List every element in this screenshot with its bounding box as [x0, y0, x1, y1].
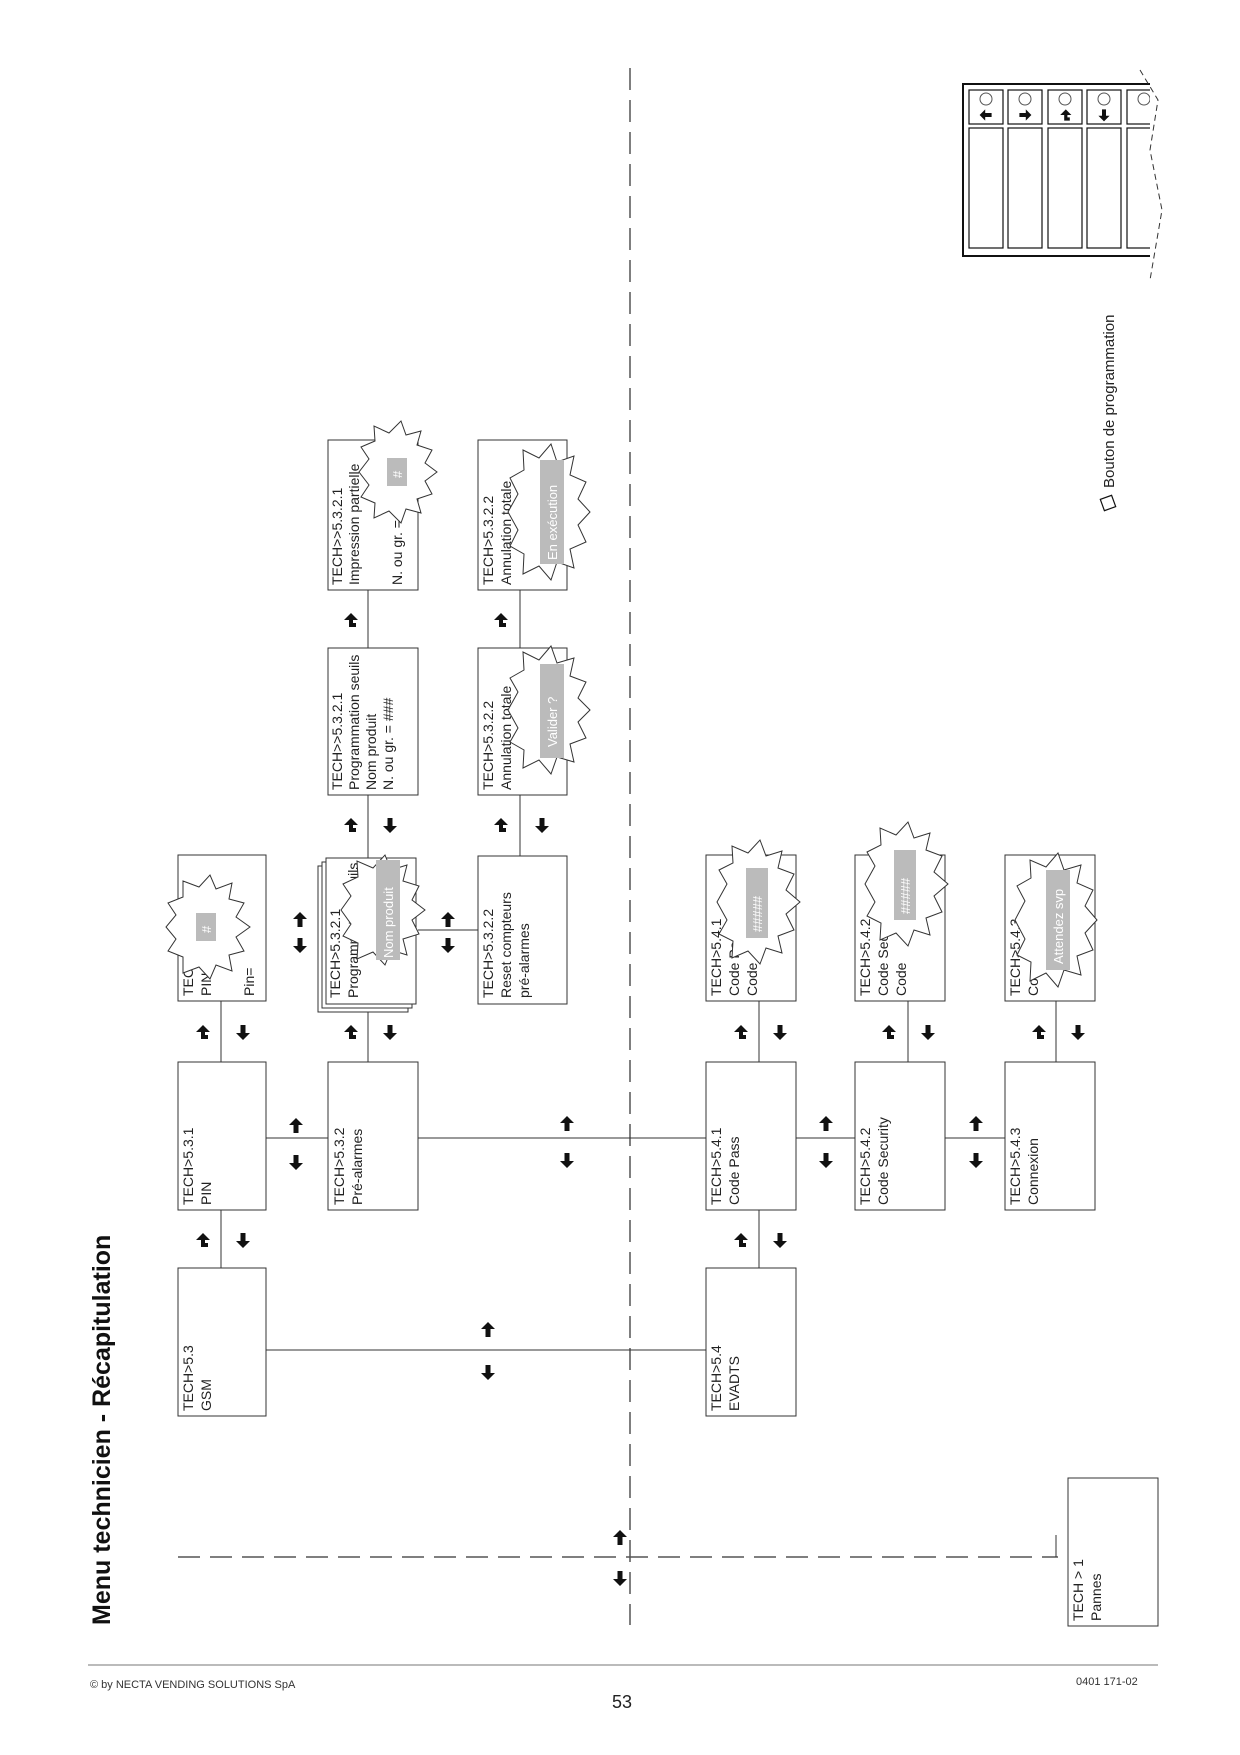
- svg-text:TECH>5.3.2.2: TECH>5.3.2.2: [480, 909, 496, 998]
- menu-box-code-security: TECH>5.4.2 Code Security: [854, 1061, 946, 1211]
- menu-box-programmation-seuils: TECH>5.3.2.1 Programmation seuils Nom pr…: [317, 854, 426, 1013]
- footer-doc-code: 0401 171-02: [1076, 1676, 1138, 1688]
- menu-box-evadts: TECH>5.4 EVADTS: [705, 1267, 797, 1417]
- burst-en-execution: En exécution: [507, 443, 591, 581]
- svg-text:TECH>5.3.2: TECH>5.3.2: [331, 1127, 347, 1205]
- svg-text:#: #: [199, 925, 214, 933]
- svg-text:Reset compteurs: Reset compteurs: [498, 892, 514, 998]
- svg-text:TECH>5.3: TECH>5.3: [180, 1345, 196, 1411]
- svg-text:Attendez svp: Attendez svp: [1051, 889, 1066, 964]
- menu-box-pin: TECH>5.3.1 PIN: [177, 1061, 267, 1211]
- page-number: 53: [612, 1692, 632, 1712]
- svg-text:Connexion: Connexion: [1025, 1138, 1041, 1205]
- programming-keypad-illustration: [962, 60, 1190, 290]
- svg-text:Code: Code: [744, 962, 760, 996]
- svg-text:Programmation seuils: Programmation seuils: [346, 655, 362, 790]
- svg-text:Annulation totale: Annulation totale: [498, 685, 514, 790]
- burst-code-security: #####: [864, 821, 949, 947]
- svg-text:#####: #####: [898, 877, 913, 914]
- burst-nom-produit: Nom produit: [340, 854, 426, 966]
- svg-text:TECH>5.4.1: TECH>5.4.1: [708, 1127, 724, 1205]
- svg-text:GSM: GSM: [198, 1379, 214, 1411]
- svg-text:TECH>5.3.2.2: TECH>5.3.2.2: [480, 496, 496, 585]
- footer-copyright: © by NECTA VENDING SOLUTIONS SpA: [90, 1679, 296, 1691]
- menu-box-programmation-seuils-detail: TECH>>5.3.2.1 Programmation seuils Nom p…: [327, 647, 419, 796]
- svg-text:TECH>5.4.2: TECH>5.4.2: [857, 1127, 873, 1205]
- svg-text:Code Pass: Code Pass: [726, 1137, 742, 1205]
- svg-text:TECH > 1: TECH > 1: [1070, 1559, 1086, 1621]
- menu-box-annulation-execution: TECH>5.3.2.2 Annulation totale En exécut…: [477, 439, 591, 591]
- svg-text:TECH>5.4.3: TECH>5.4.3: [1007, 918, 1023, 996]
- legend: Bouton de programmation: [1099, 315, 1118, 512]
- menu-box-code-pass-entry: TECH>5.4.1 Code Pass Code #####: [705, 839, 801, 1002]
- svg-text:TECH>>5.3.2.1: TECH>>5.3.2.1: [329, 693, 345, 790]
- burst-pin: #: [165, 874, 251, 980]
- svg-text:Pré-alarmes: Pré-alarmes: [349, 1129, 365, 1205]
- burst-attendez: Attendez svp: [1014, 852, 1098, 988]
- menu-box-annulation-valider: TECH>5.3.2.2 Annulation totale Valider ?: [477, 645, 591, 796]
- legend-label: Bouton de programmation: [1101, 315, 1118, 488]
- menu-box-code-pass: TECH>5.4.1 Code Pass: [705, 1061, 797, 1211]
- svg-text:En exécution: En exécution: [545, 485, 560, 560]
- svg-text:TECH>>5.3.2.1: TECH>>5.3.2.1: [329, 488, 345, 585]
- svg-text:Valider ?: Valider ?: [545, 697, 560, 747]
- svg-text:TECH>5.4.2: TECH>5.4.2: [857, 918, 873, 996]
- svg-text:Code Security: Code Security: [875, 1117, 891, 1205]
- svg-text:N. ou gr. = ###: N. ou gr. = ###: [380, 698, 396, 790]
- svg-text:EVADTS: EVADTS: [726, 1356, 742, 1411]
- svg-text:TECH>5.3.2.2: TECH>5.3.2.2: [480, 701, 496, 790]
- svg-text:Code: Code: [893, 962, 909, 996]
- menu-box-pin-entry: TECH>5.3.1 PIN Pin= #: [165, 854, 267, 1002]
- svg-text:TECH>5.3.2.1: TECH>5.3.2.1: [327, 909, 343, 998]
- svg-text:TECH>5.4: TECH>5.4: [708, 1345, 724, 1411]
- burst-impression: #: [358, 420, 438, 524]
- svg-text:Pannes: Pannes: [1088, 1574, 1104, 1621]
- svg-text:TECH>5.4.1: TECH>5.4.1: [708, 918, 724, 996]
- menu-box-connexion: TECH>5.4.3 Connexion: [1004, 1061, 1096, 1211]
- menu-box-code-security-entry: TECH>5.4.2 Code Security Code #####: [854, 821, 949, 1002]
- menu-box-reset-compteurs: TECH>5.3.2.2 Reset compteurs pré-alarmes: [477, 855, 568, 1005]
- svg-text:TECH>5.4.3: TECH>5.4.3: [1007, 1127, 1023, 1205]
- svg-text:PIN: PIN: [198, 1182, 214, 1205]
- connectors: [220, 590, 1057, 1557]
- svg-text:Pin=: Pin=: [241, 968, 257, 996]
- page-title: Menu technicien - Récapitulation: [88, 1235, 116, 1625]
- svg-text:Annulation totale: Annulation totale: [498, 480, 514, 585]
- svg-text:#: #: [390, 470, 405, 478]
- svg-text:Nom produit: Nom produit: [381, 887, 396, 958]
- menu-box-prealarmes: TECH>5.3.2 Pré-alarmes: [327, 1061, 419, 1211]
- svg-text:Nom produit: Nom produit: [363, 714, 379, 790]
- burst-valider: Valider ?: [507, 645, 591, 775]
- burst-code-pass: #####: [716, 839, 801, 965]
- menu-box-impression-partielle: TECH>>5.3.2.1 Impression partielle N. ou…: [327, 420, 438, 591]
- menu-box-connexion-wait: TECH>5.4.3 Connexion Attendez svp: [1004, 852, 1098, 1002]
- svg-text:#####: #####: [750, 895, 765, 932]
- svg-text:pré-alarmes: pré-alarmes: [516, 923, 532, 998]
- button-icon: [1099, 494, 1117, 512]
- svg-text:TECH>5.3.1: TECH>5.3.1: [180, 1127, 196, 1205]
- svg-text:Impression partielle: Impression partielle: [346, 463, 362, 585]
- menu-box-gsm: TECH>5.3 GSM: [177, 1267, 267, 1417]
- menu-box-pannes: TECH > 1 Pannes: [1067, 1477, 1159, 1627]
